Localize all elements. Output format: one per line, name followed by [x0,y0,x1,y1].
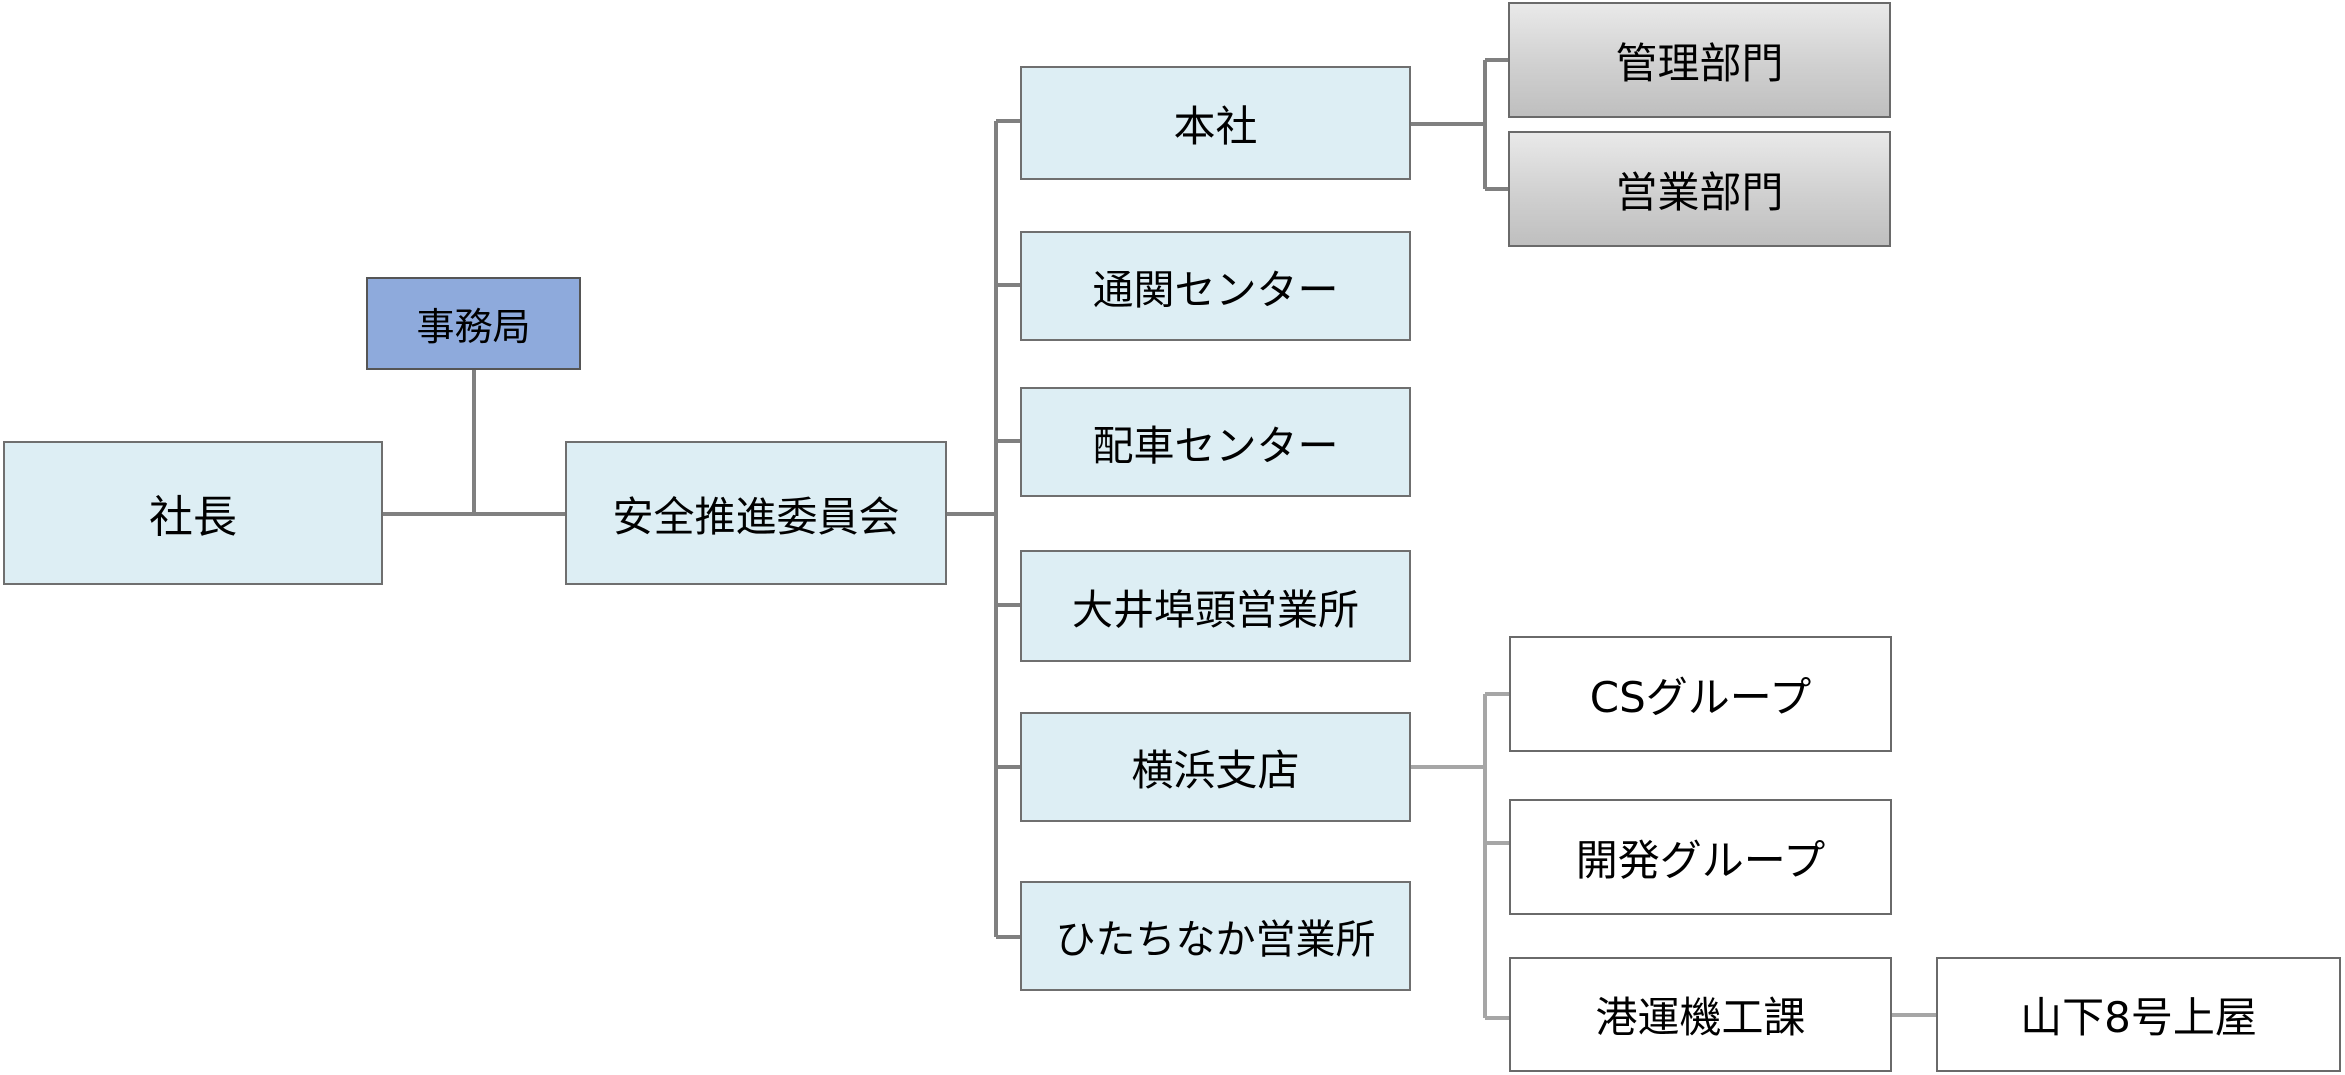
node-label: 配車センター [1092,422,1339,470]
node-dispatch-center: 配車センター [1020,387,1411,497]
node-label: ひたちなか営業所 [1055,917,1376,963]
node-president: 社長 [3,441,383,585]
node-label: 大井埠頭営業所 [1072,586,1359,634]
node-port-machinery: 港運機工課 [1509,957,1892,1072]
node-label: 営業部門 [1615,167,1784,217]
node-hitachinaka-office: ひたちなか営業所 [1020,881,1411,991]
node-oi-office: 大井埠頭営業所 [1020,550,1411,662]
node-yamashita-shed: 山下8号上屋 [1936,957,2341,1072]
node-label: 開発グループ [1575,835,1826,885]
node-management-dept: 管理部門 [1508,2,1891,118]
node-secretariat: 事務局 [366,277,581,370]
node-label: 通関センター [1092,266,1339,314]
node-dev-group: 開発グループ [1509,799,1892,915]
node-label: 横浜支店 [1131,745,1300,795]
node-label: 港運機工課 [1595,993,1806,1042]
node-yokohama-branch: 横浜支店 [1020,712,1411,822]
node-label: 社長 [149,492,237,543]
node-cs-group: CSグループ [1509,636,1892,752]
node-label: 山下8号上屋 [2020,993,2257,1042]
node-customs-center: 通関センター [1020,231,1411,341]
node-label: 安全推進委員会 [612,493,900,541]
node-label: 管理部門 [1615,38,1784,88]
node-label: CSグループ [1589,672,1812,722]
node-committee: 安全推進委員会 [565,441,947,585]
node-label: 事務局 [416,305,531,349]
node-label: 本社 [1173,101,1258,151]
node-head-office: 本社 [1020,66,1411,180]
node-sales-dept: 営業部門 [1508,131,1891,247]
